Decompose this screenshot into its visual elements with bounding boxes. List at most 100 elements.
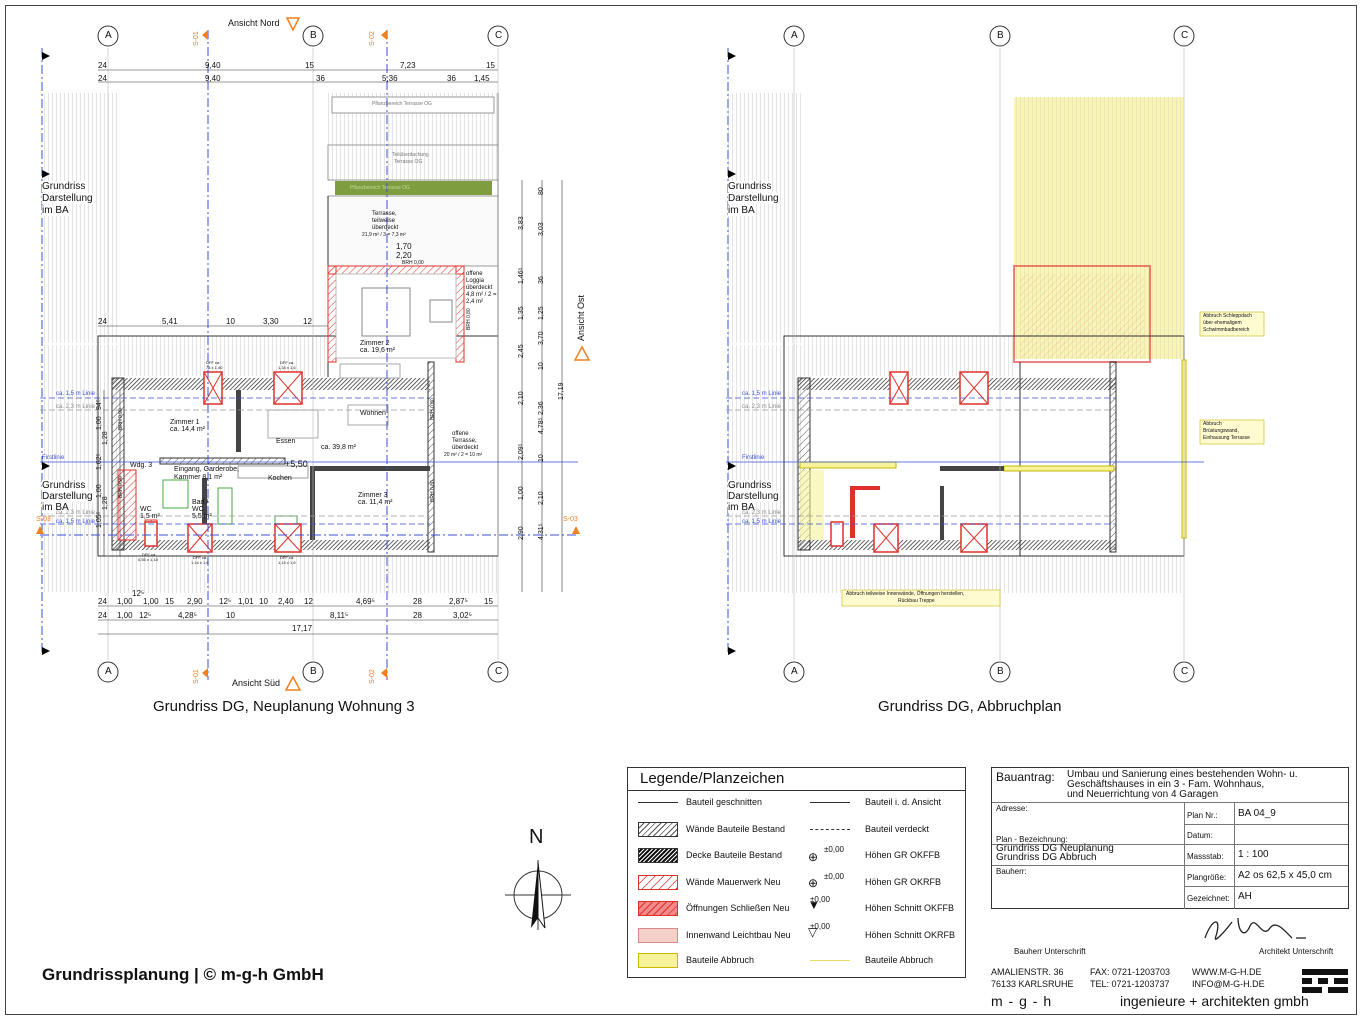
dimension: 3,70 — [538, 331, 545, 345]
view-label-south: Ansicht Süd — [232, 678, 281, 688]
plan-label: BRH 0,90 — [118, 476, 124, 498]
side-note: im BA — [42, 502, 69, 513]
room-label: Zimmer 3 — [358, 492, 388, 499]
plan-label: BRH 0,80 — [430, 398, 436, 420]
dimension: 15 — [305, 61, 314, 70]
dimension: 1,01 — [238, 597, 254, 606]
side-note: Grundriss — [728, 480, 772, 491]
plan-label: DFF ca. — [206, 360, 221, 365]
dimension: 8,11⁵ — [330, 611, 349, 620]
teilueberdachung — [327, 144, 499, 181]
dimension: 12 — [303, 317, 312, 326]
side-note: Darstellung — [728, 491, 779, 502]
dimension: 24 — [98, 611, 107, 620]
roof-area — [42, 93, 118, 343]
legend-item: Bauteil verdeckt — [865, 824, 930, 834]
dimension: 9,40 — [205, 74, 221, 83]
plan-label: BRH 0,90 — [118, 408, 124, 430]
legend-item: Höhen GR OKFFB — [865, 850, 941, 860]
dimension: 2,90 — [187, 597, 203, 606]
title-block: Bauantrag: Umbau und Sanierung eines bes… — [991, 767, 1349, 909]
planter-green — [335, 181, 492, 195]
legend-item: Bauteil i. d. Ansicht — [865, 797, 942, 807]
room-label: Eingang, Garderobe, — [174, 466, 239, 473]
dimension-total: 17,17 — [292, 624, 313, 633]
dimension: 12⁵ — [139, 611, 152, 620]
room-label: überdeckt — [372, 225, 399, 231]
side-note: Darstellung — [42, 193, 93, 204]
dimension: 1,00 — [117, 597, 133, 606]
room-label: 20 m² / 2 = 10 m² — [444, 452, 483, 458]
scale-value: 1 : 100 — [1238, 849, 1269, 860]
dimension: 2,40 — [278, 597, 294, 606]
dimension: 24 — [98, 317, 107, 326]
plan-label: 1,14 x 1,6 — [278, 560, 296, 565]
legend-item: Wände Mauerwerk Neu — [686, 877, 781, 887]
dimension: 1,70 — [396, 242, 412, 251]
plan-label: 0,55 x 1,18 — [138, 557, 158, 562]
plan-label: 1,14 x 1,6 — [191, 560, 209, 565]
line-label: ca. 2,3 m Linie — [56, 510, 96, 516]
dimension: 1,28 — [102, 496, 109, 510]
plan-label: Terrasse OG — [394, 159, 423, 165]
roof-area — [804, 336, 1014, 376]
plan-label: Teilüberdachung — [392, 152, 429, 158]
room-label: Terrasse, — [372, 211, 397, 217]
axis-label: B — [997, 666, 1004, 677]
dimension: 15 — [484, 597, 493, 606]
dimension: 28 — [413, 597, 422, 606]
dimension: 1,05⁵ — [96, 511, 103, 528]
dimension: 2,10 — [538, 491, 545, 505]
room-label: teilweise — [372, 218, 396, 224]
demolition-note: Abbruch Schleppdach — [1203, 313, 1252, 319]
axis-label: B — [310, 666, 317, 677]
axis-label: C — [495, 30, 503, 41]
section-label: S-03 — [36, 516, 51, 523]
plan-left-title: Grundriss DG, Neuplanung Wohnung 3 — [153, 698, 415, 715]
north-arrow-icon — [505, 860, 571, 930]
room-label: 21,9 m² / 3 = 7,3 m² — [362, 232, 406, 238]
roof-area — [728, 345, 804, 592]
roof-wall-bottom — [112, 540, 430, 550]
north-label: N — [529, 826, 544, 848]
dimension: 28 — [413, 611, 422, 620]
legend-item: Höhen GR OKRFB — [865, 877, 942, 887]
plan-label: DFF ca. — [280, 360, 295, 365]
room-label: Zimmer 2 — [360, 340, 390, 347]
bauherr-signature-label: Bauherr Unterschrift — [1014, 947, 1086, 956]
roof-area — [98, 555, 498, 593]
legend-item: Decke Bauteile Bestand — [686, 850, 783, 860]
dimension: 15 — [165, 597, 174, 606]
line-label: ca. 2,3 m Linie — [742, 404, 782, 410]
room-label: 4,8 m² / 2 = — [466, 292, 497, 298]
plan-label: BRH 0,00 — [402, 260, 424, 266]
dimension: 4,31⁵ — [538, 523, 545, 540]
dimension: 24 — [98, 61, 107, 70]
room-label: Loggia — [466, 278, 485, 284]
firm-website-link[interactable]: WWW.M-G-H.DE — [1192, 967, 1262, 977]
triangle-outline-icon: ▽ — [808, 925, 818, 939]
line-label: Firstlinie — [42, 455, 65, 461]
roof-area — [784, 555, 1184, 593]
line-label: ca. 2,3 m Linie — [742, 510, 782, 516]
dimension: 17,19 — [558, 382, 565, 400]
dimension: 3,30 — [263, 317, 279, 326]
view-label-north: Ansicht Nord — [228, 18, 280, 28]
dimension: 1,62⁵ — [96, 453, 103, 470]
triangle-filled-icon: ▼ — [808, 898, 820, 912]
side-note: Darstellung — [42, 491, 93, 502]
side-note: Grundriss — [728, 181, 772, 192]
axis-label: C — [1181, 30, 1189, 41]
side-note: Darstellung — [728, 193, 779, 204]
firm-email-link[interactable]: INFO@M-G-H.DE — [1192, 979, 1265, 989]
axis-label: B — [310, 30, 317, 41]
dimension: 1,46⁵ — [518, 267, 525, 284]
plan-right-title: Grundriss DG, Abbruchplan — [878, 698, 1062, 715]
legend-item: Höhen Schnitt OKFFB — [865, 903, 955, 913]
plan-label: 1,34 x 1,6 — [278, 365, 296, 370]
architekt-signature-label: Architekt Unterschrift — [1259, 947, 1334, 956]
dimension: 2,10 — [518, 391, 525, 405]
dimension: 1,28 — [102, 431, 109, 445]
plan-label: BRH 0,80 — [466, 308, 472, 330]
